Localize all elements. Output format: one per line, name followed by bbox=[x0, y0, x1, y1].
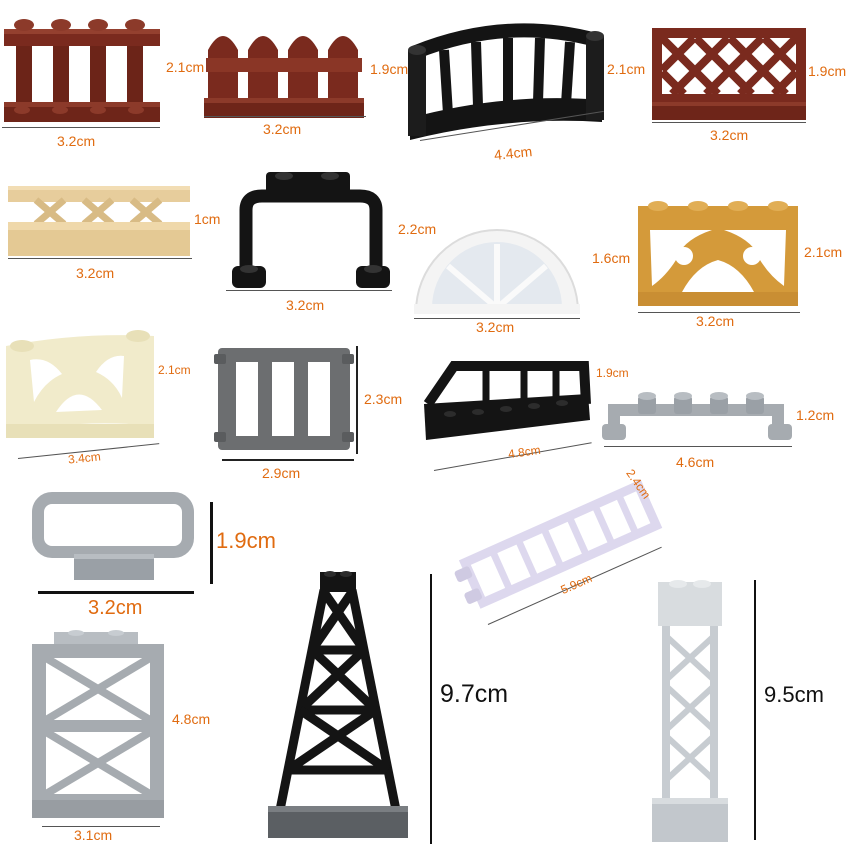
bar-frame-plate-height-label: 1.9cm bbox=[216, 528, 276, 553]
support-panel-height-label: 4.8cm bbox=[172, 711, 211, 727]
tower-support-part bbox=[262, 570, 414, 840]
picket-fence-round-width-label: 3.2cm bbox=[57, 133, 96, 149]
pillar-column-part bbox=[648, 576, 732, 846]
picket-fence-arched-part bbox=[204, 22, 364, 120]
lattice-fence-height-label: 1.9cm bbox=[808, 63, 847, 79]
train-rail-height-label: 1.9cm bbox=[596, 366, 629, 380]
lattice-fence-width-label: 3.2cm bbox=[710, 127, 749, 143]
pillar-column-height-label: 9.5cm bbox=[764, 682, 824, 707]
curved-fence-width-label: 4.4cm bbox=[493, 143, 533, 163]
bar-gate-height-label: 2.3cm bbox=[364, 391, 403, 407]
support-panel-part bbox=[30, 630, 166, 820]
ornamental-fence-width-label: 3.2cm bbox=[696, 313, 735, 329]
bar-handle-frame-width-label: 3.2cm bbox=[286, 297, 325, 313]
bar-frame-plate-part bbox=[30, 492, 196, 588]
ornamental-fence-curved-height-label: 2.1cm bbox=[158, 363, 191, 377]
picket-fence-arched-height-label: 1.9cm bbox=[370, 61, 409, 77]
ladder-part bbox=[452, 479, 670, 609]
curved-fence-height-label: 2.1cm bbox=[607, 61, 646, 77]
bar-gate-width-label: 2.9cm bbox=[262, 465, 301, 481]
picket-fence-arched-width-label: 3.2cm bbox=[263, 121, 302, 137]
low-lattice-fence-height-label: 1cm bbox=[194, 211, 221, 227]
ornamental-fence-height-label: 2.1cm bbox=[804, 244, 843, 260]
half-round-window-part bbox=[412, 216, 582, 316]
bar-handle-frame-height-label: 2.2cm bbox=[398, 221, 437, 237]
picket-fence-round-height-label: 2.1cm bbox=[166, 59, 205, 75]
ornamental-fence-part bbox=[636, 196, 800, 308]
low-lattice-fence-part bbox=[6, 182, 192, 260]
picket-fence-round-part bbox=[2, 14, 162, 124]
lattice-fence-part bbox=[652, 28, 806, 120]
low-lattice-fence-width-label: 3.2cm bbox=[76, 265, 115, 281]
ornamental-fence-curved-part bbox=[4, 326, 156, 442]
tower-support-height-label: 9.7cm bbox=[440, 680, 509, 708]
half-round-window-width-label: 3.2cm bbox=[476, 319, 515, 335]
ornamental-fence-curved-width-label: 3.4cm bbox=[67, 449, 102, 467]
train-rail-part bbox=[420, 342, 594, 446]
train-rail-width-label: 4.8cm bbox=[507, 442, 542, 462]
bar-gate-part bbox=[214, 346, 354, 452]
stud-handle-bar-part bbox=[602, 390, 792, 442]
support-panel-width-label: 3.1cm bbox=[74, 827, 113, 843]
curved-fence-part bbox=[408, 22, 604, 144]
stud-handle-bar-width-label: 4.6cm bbox=[676, 454, 715, 470]
half-round-window-height-label: 1.6cm bbox=[592, 250, 631, 266]
stud-handle-bar-height-label: 1.2cm bbox=[796, 407, 835, 423]
bar-frame-plate-width-label: 3.2cm bbox=[88, 597, 143, 619]
bar-handle-frame-part bbox=[226, 170, 394, 292]
